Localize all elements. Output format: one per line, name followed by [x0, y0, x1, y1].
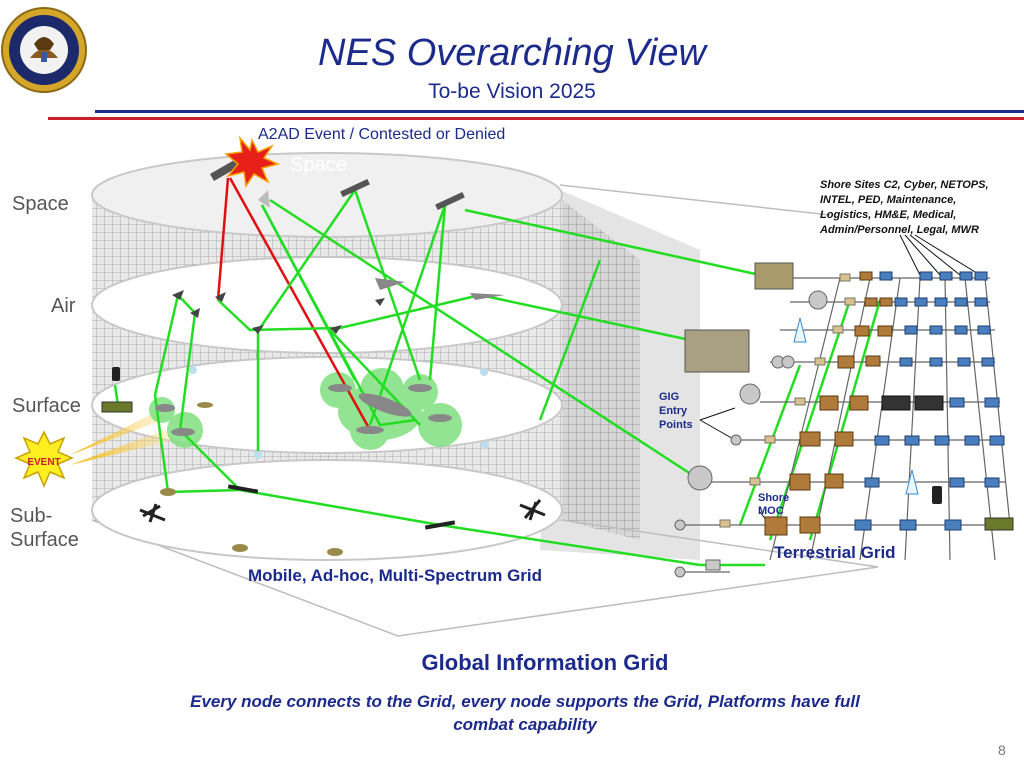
projection-line: [397, 566, 879, 637]
header-rule-blue: [95, 110, 1024, 113]
mobile-grid-label: Mobile, Ad-hoc, Multi-Spectrum Grid: [248, 566, 543, 585]
grid-tagline: Every node connects to the Grid, every n…: [190, 692, 860, 734]
header-rule-red: [48, 117, 1024, 120]
gig-entry-points-label: GIG Entry Points: [659, 391, 693, 431]
global-information-grid-title: Global Information Grid: [421, 650, 669, 675]
page-title: NES Overarching View: [318, 32, 706, 74]
event-star-icon: [14, 430, 74, 488]
layer-label-subsurface-2: Surface: [10, 529, 79, 551]
terrestrial-nodes: [674, 262, 1014, 578]
projection-line: [559, 184, 831, 216]
event-beam: [70, 430, 175, 465]
event-beam: [70, 410, 168, 455]
shore-callout-lines: [699, 234, 981, 526]
explosion-icon: [224, 135, 281, 189]
platform-icons: [101, 159, 546, 556]
navy-seal-icon: [1, 7, 87, 93]
subsurface-layer: [91, 459, 563, 561]
shore-moc-label: Shore MOC: [758, 492, 790, 517]
layer-label-subsurface-1: Sub-: [10, 505, 53, 527]
a2ad-event-label: A2AD Event / Contested or Denied: [258, 126, 506, 143]
air-layer: [91, 256, 563, 354]
terrestrial-grid-label: Terrestrial Grid: [774, 543, 896, 562]
layer-label-space: Space: [12, 193, 69, 215]
shore-sites-label: Shore Sites C2, Cyber, NETOPS, INTEL, PE…: [820, 179, 989, 236]
page-subtitle: To-be Vision 2025: [428, 80, 596, 103]
cylinder-side: [562, 200, 640, 540]
layer-label-air: Air: [51, 295, 76, 317]
layer-label-surface: Surface: [12, 395, 81, 417]
network-links: [113, 189, 761, 567]
page-number: 8: [998, 742, 1006, 758]
gig-entry-links: [700, 299, 882, 567]
event-label: EVENT: [27, 457, 61, 468]
projection-line: [561, 519, 879, 568]
space-overlay-label: Space: [290, 154, 347, 176]
